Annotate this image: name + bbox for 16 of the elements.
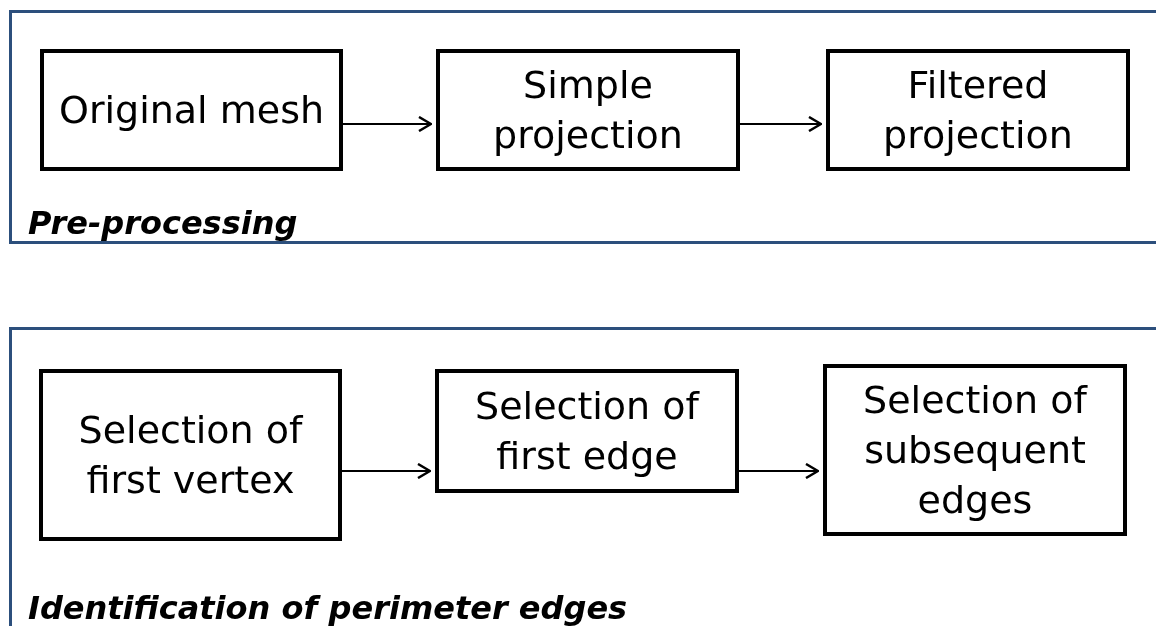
process-box xyxy=(435,369,739,493)
group-title: Identification of perimeter edges xyxy=(28,589,628,626)
group-frame xyxy=(9,10,1156,244)
box-label: Filtered projection xyxy=(882,62,1074,159)
box-label: Selection of first edge xyxy=(474,383,701,480)
process-box xyxy=(823,364,1127,536)
group-frame xyxy=(9,327,1156,626)
process-box xyxy=(40,49,343,171)
box-label: Selection of subsequent edges xyxy=(862,377,1089,524)
box-label: Simple projection xyxy=(492,62,684,159)
box-label: Selection of first vertex xyxy=(77,407,304,504)
group-title: Pre-processing xyxy=(28,204,298,242)
process-box xyxy=(826,49,1130,171)
process-box xyxy=(39,369,342,541)
process-box xyxy=(436,49,740,171)
box-label: Original mesh xyxy=(58,87,325,134)
